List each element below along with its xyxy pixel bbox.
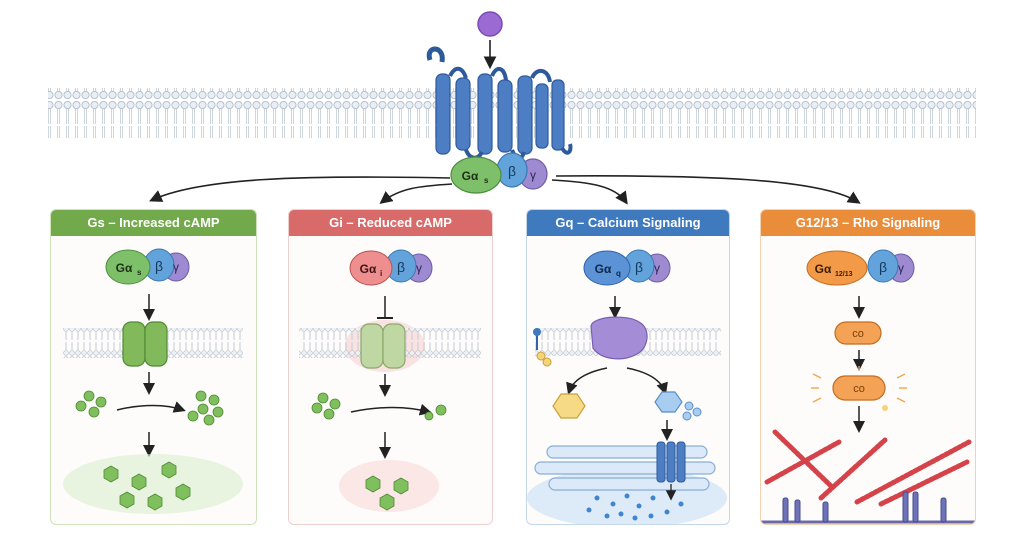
pka-activation-icon [103,461,191,511]
endoplasmic-reticulum-icon [534,445,716,491]
gi-beta-label: β [397,259,405,275]
gs-alpha-label: Gα [116,261,133,275]
gq-alpha-sub: q [616,269,621,278]
focal-adhesion-icon [782,491,947,523]
gq-beta-label: β [635,259,643,275]
gs-gamma-label: γ [173,260,179,274]
adenylyl-cyclase-icon [122,321,168,367]
panel-gq-illustration: Gα q β γ [527,249,727,524]
branch-arrows [149,175,861,205]
svg-text:co: co [852,328,864,340]
rhogef-icon [834,321,882,345]
g12-alpha-sub: 12/13 [835,271,853,278]
reduced-pka-icon [365,475,409,511]
gi-alpha-label: Gα [360,262,377,276]
panel-gs: Gs – Increased cAMP Gα s β γ [50,209,257,525]
gi-gamma-label: γ [416,261,422,275]
gs-beta-label: β [155,258,163,274]
atp-molecules-icon [75,390,107,418]
g-alpha-subunit [450,156,502,194]
g-gamma-label: γ [530,168,536,182]
atp-molecules-icon [311,392,341,420]
g-alpha-label: Gα [462,169,479,183]
panel-gq-title: Gq – Calcium Signaling [527,210,729,236]
reduced-camp-icon [424,404,447,421]
panel-gi-title: Gi – Reduced cAMP [289,210,492,236]
panel-gi: Gi – Reduced cAMP Gα i β γ [288,209,493,525]
panel-gq: Gq – Calcium Signaling Gα q β γ [526,209,730,525]
gi-alpha-sub: i [380,269,382,278]
g12-beta-label: β [879,259,887,275]
gpcr-receptor [426,46,573,160]
g12-alpha-label: Gα [815,262,832,276]
gq-alpha-label: Gα [595,262,612,276]
active-rhoa-icon [832,375,886,401]
calcium-ions-icon [586,493,684,521]
plc-enzyme-icon [590,316,648,360]
panel-gi-illustration: Gα i β γ [299,249,481,512]
actin-stress-fibers-icon [764,429,972,507]
panel-gs-illustration: Gα s β γ [63,248,243,514]
g-beta-label: β [508,163,516,179]
panel-g12-13-title: G12/13 – Rho Signaling [761,210,975,236]
svg-text:co: co [853,383,865,395]
pip2-icon [533,328,552,367]
dag-icon [552,393,586,419]
gq-gamma-label: γ [654,261,660,275]
ip3-icon [654,391,702,421]
panel-gs-title: Gs – Increased cAMP [51,210,256,236]
panel-g12-13: G12/13 – Rho Signaling Gα 12/13 β γ co c… [760,209,976,525]
ip3-receptor-channel-icon [656,441,686,483]
receptor-g-protein: Gα s β γ [450,152,548,194]
panel-g12-13-illustration: Gα 12/13 β γ co co [761,249,975,524]
g-alpha-sub-label: s [484,176,489,185]
gs-alpha-sub: s [137,268,142,277]
camp-molecules-icon [187,390,224,426]
ligand-icon [477,11,503,37]
active-rhoa-glow [811,366,907,403]
g12-gamma-label: γ [898,261,904,275]
inhibited-adenylyl-cyclase-icon [360,323,406,369]
